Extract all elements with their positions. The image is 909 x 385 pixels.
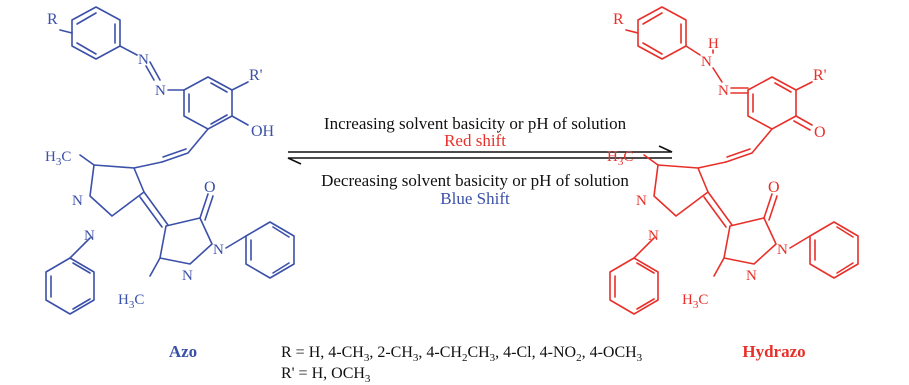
blue-shift-label: Blue Shift xyxy=(440,189,510,208)
azo-carbonyl-o: O xyxy=(204,179,216,196)
azo-ring2-n2-label: N xyxy=(182,268,193,284)
azo-pyrazole-ring-2 xyxy=(159,217,213,265)
hydrazo-quinoid-ring xyxy=(747,76,797,130)
hydrazo-methyl-2: H3C xyxy=(682,292,708,311)
azo-phenol-ring xyxy=(183,76,233,130)
azo-oh-label: OH xyxy=(251,123,275,140)
hydrazo-ring1-n-label: N xyxy=(636,193,647,209)
hydrazo-r-label: R xyxy=(613,11,624,28)
hydrazo-n1-label: N xyxy=(701,54,712,70)
hydrazo-quinone-o: O xyxy=(814,124,826,141)
red-shift-label: Red shift xyxy=(444,131,506,150)
azo-pyrazole-ring-1 xyxy=(89,164,145,217)
r-prime-substituent-legend: R' = H, OCH3 xyxy=(281,365,371,385)
azo-n1-label: N xyxy=(138,52,149,68)
hydrazo-ring2-n2-label: N xyxy=(746,268,757,284)
azo-n-phenyl-ring-1 xyxy=(45,257,95,315)
azo-ring1-n2-label: N xyxy=(84,228,95,244)
azo-ring2-n-label: N xyxy=(213,242,224,258)
hydrazo-n-phenyl-ring-1 xyxy=(609,257,659,315)
r-substituent-legend: R = H, 4-CH3, 2-CH3, 4-CH2CH3, 4-Cl, 4-N… xyxy=(281,344,643,364)
hydrazo-rprime-label: R' xyxy=(813,67,827,84)
hydrazo-n2-label: N xyxy=(718,83,729,99)
hydrazo-pyrazole-ring-1 xyxy=(653,164,709,217)
equilibrium-arrows xyxy=(287,145,673,165)
hydrazo-aryl-ring xyxy=(637,6,687,60)
hydrazo-structure: R H N N R' O H3C N N O xyxy=(607,6,859,315)
hydrazo-name-label: Hydrazo xyxy=(742,342,805,361)
azo-ring1-n-label: N xyxy=(72,193,83,209)
azo-n2-label: N xyxy=(155,83,166,99)
azo-n-phenyl-ring-2 xyxy=(245,221,295,279)
azo-rprime-label: R' xyxy=(249,67,263,84)
hydrazo-carbonyl-o: O xyxy=(768,179,780,196)
reverse-condition-text: Decreasing solvent basicity or pH of sol… xyxy=(321,171,629,190)
azo-name-label: Azo xyxy=(169,342,197,361)
azo-aryl-ring xyxy=(71,6,121,60)
azo-methyl-2: H3C xyxy=(118,292,144,311)
hydrazo-ring1-n2-label: N xyxy=(648,228,659,244)
reverse-arrow xyxy=(287,157,672,165)
hydrazo-n-phenyl-ring-2 xyxy=(809,221,859,279)
azo-r-label: R xyxy=(47,11,58,28)
azo-structure: R N N R' OH H3C N N O N N xyxy=(45,6,295,315)
hydrazo-pyrazole-ring-2 xyxy=(723,217,777,265)
hydrazo-methyl-1: H3C xyxy=(607,149,633,168)
azo-methyl-1-h: H3C xyxy=(45,149,71,168)
forward-condition-text: Increasing solvent basicity or pH of sol… xyxy=(324,114,627,133)
hydrazo-h-label: H xyxy=(708,36,719,52)
hydrazo-ring2-n-label: N xyxy=(777,242,788,258)
forward-arrow xyxy=(288,145,673,153)
